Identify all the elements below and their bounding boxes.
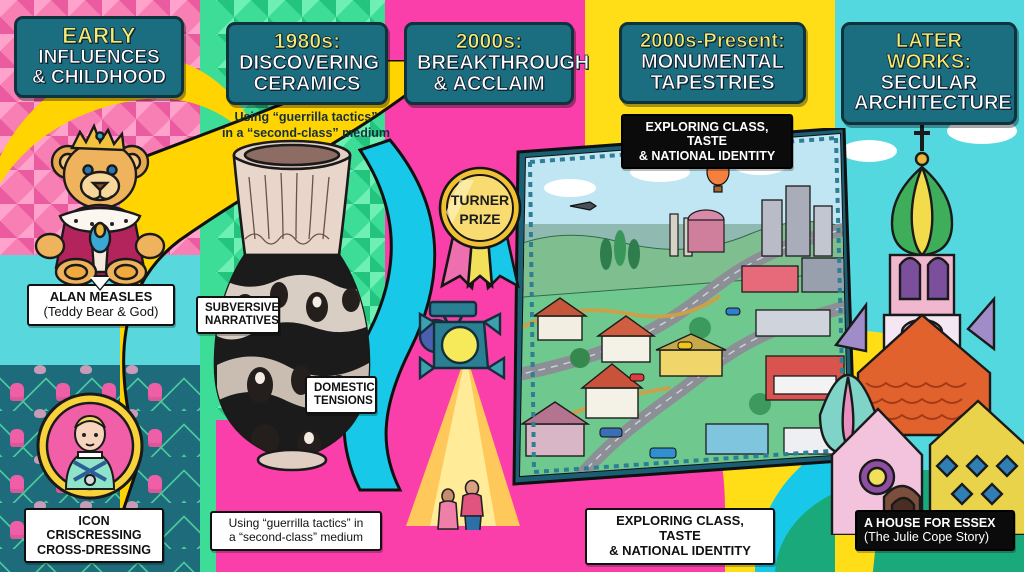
banner-line-3: & CHILDHOOD xyxy=(31,66,167,88)
label-subtitle: NARRATIVES xyxy=(205,315,279,328)
banner-line-3: & ACCLAIM xyxy=(433,72,545,95)
stage-spotlight-illustration xyxy=(406,300,520,530)
label-title: DOMESTIC xyxy=(314,382,375,394)
label-tail xyxy=(90,277,110,289)
label-guerrilla-tactics: Using “guerrilla tactics” in a “second-c… xyxy=(210,511,382,551)
banner-line-1: 2000s-Present: xyxy=(639,30,786,52)
banner-line-3: ARCHITECTURE xyxy=(854,92,1012,115)
label-exploring-class-top: EXPLORING CLASS, TASTE & NATIONAL IDENTI… xyxy=(621,114,793,170)
note-line-1: Using “guerrilla tactics” xyxy=(234,110,378,124)
banner-breakthrough-acclaim: 2000s: BREAKTHROUGH & ACCLAIM xyxy=(404,22,590,106)
banner-line-3: TAPESTRIES xyxy=(650,71,775,94)
turner-prize-medal-illustration: TURNER PRIZE xyxy=(438,166,522,291)
banner-line-1: LATER WORKS: xyxy=(886,30,972,73)
banner-line-1: EARLY xyxy=(62,23,136,48)
label-title: EXPLORING CLASS, TASTE xyxy=(645,120,769,149)
label-subtitle: & NATIONAL IDENTITY xyxy=(638,148,776,163)
label-domestic-tensions: DOMESTIC TENSIONS xyxy=(305,376,377,415)
banner-discovering-ceramics: 1980s: DISCOVERING CERAMICS xyxy=(226,22,388,106)
medal-title-line1: TURNER xyxy=(451,192,509,208)
note-line-2: in a “second-class” medium xyxy=(221,125,391,140)
banner-line-2: DISCOVERING xyxy=(239,51,380,74)
label-subtitle: a “second-class” medium xyxy=(228,529,364,544)
label-subtitle: & NATIONAL IDENTITY xyxy=(609,542,751,558)
label-title: SUBVERSIVE xyxy=(205,302,280,314)
label-cross-dressing: ICON CRISCRESSING CROSS-DRESSING xyxy=(24,508,164,564)
alan-measles-teddy-bear-illustration xyxy=(34,123,166,285)
medal-title-line2: PRIZE xyxy=(459,211,500,227)
banner-monumental-tapestries: 2000s-Present: MONUMENTAL TAPESTRIES xyxy=(619,22,806,105)
label-title: ALAN MEASLES xyxy=(49,289,153,304)
label-title: ICON CRISCRESSING xyxy=(46,514,142,543)
label-house-for-essex: A HOUSE FOR ESSEX (The Julie Cope Story) xyxy=(855,510,1015,551)
banner-line-1: 2000s: xyxy=(455,30,523,53)
banner-line-3: CERAMICS xyxy=(253,72,361,95)
ceramics-guerrilla-note: Using “guerrilla tactics” in a “second-c… xyxy=(216,110,396,141)
banner-secular-architecture: LATER WORKS: SECULAR ARCHITECTURE xyxy=(841,22,1017,126)
label-subversive-narratives: SUBVERSIVE NARRATIVES xyxy=(196,296,280,335)
label-title: Using “guerrilla tactics” in xyxy=(228,516,364,530)
banner-line-2: BREAKTHROUGH xyxy=(417,51,590,74)
label-title: A HOUSE FOR ESSEX xyxy=(864,516,996,530)
label-exploring-class-bottom: EXPLORING CLASS, TASTE & NATIONAL IDENTI… xyxy=(585,508,775,565)
banner-line-2: MONUMENTAL xyxy=(641,50,785,73)
label-subtitle: TENSIONS xyxy=(314,395,373,408)
banner-line-1: 1980s: xyxy=(273,30,341,53)
label-subtitle: CROSS-DRESSING xyxy=(37,542,151,557)
landscape-tapestry-illustration xyxy=(512,128,855,486)
banner-line-2: SECULAR xyxy=(880,71,978,94)
label-alan-measles: ALAN MEASLES (Teddy Bear & God) xyxy=(27,284,175,326)
banner-line-2: INFLUENCES xyxy=(38,46,160,68)
banner-early-influences: EARLY INFLUENCES & CHILDHOOD xyxy=(14,16,184,99)
cloud-icon xyxy=(841,140,897,162)
label-subtitle: (The Julie Cope Story) xyxy=(864,530,990,545)
secular-architecture-chapel-illustration xyxy=(818,125,1024,535)
label-title: EXPLORING CLASS, TASTE xyxy=(616,513,744,543)
cross-dressing-portrait-illustration xyxy=(36,392,144,500)
label-subtitle: (Teddy Bear & God) xyxy=(43,303,159,319)
